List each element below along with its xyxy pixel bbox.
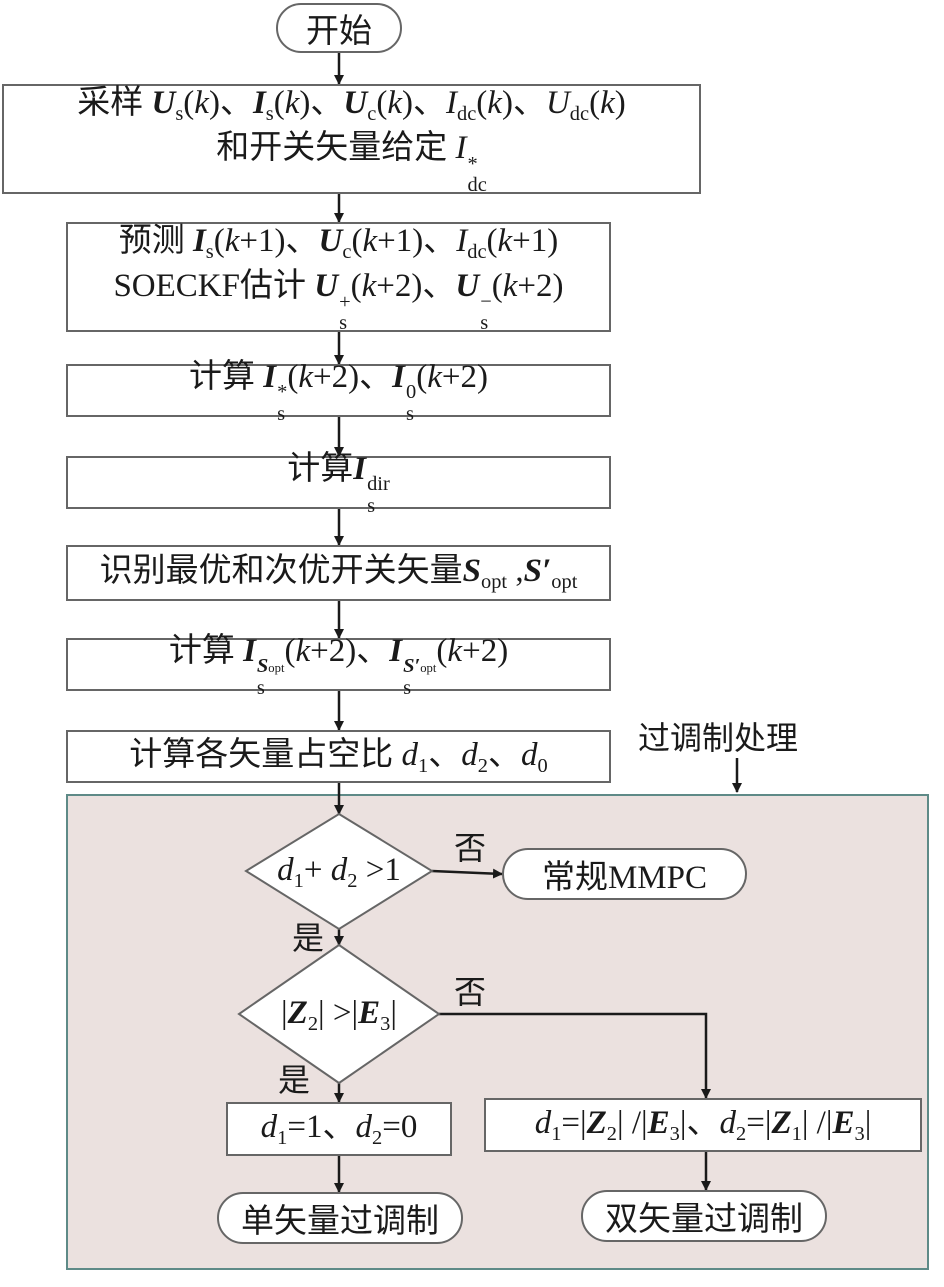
sample-line-1: 采样 Us(k)、Is(k)、Uc(k)、Idc(k)、Udc(k) [77,84,626,125]
predict-line-1: 预测 Is(k+1)、Uc(k+1)、Idc(k+1) [118,222,559,263]
assign-double-box: d1=|Z2| /|E3|、d2=|Z1| /|E3| [484,1098,922,1152]
decision-1-text: d1+ d2 >1 [277,852,401,893]
predict-line-2: SOECKF估计 U+s(k+2)、U−s(k+2) [113,268,564,334]
duty-box: 计算各矢量占空比 d1、d2、d0 [66,730,611,783]
edge-label-no-1: 否 [454,830,487,866]
sample-box: 采样 Us(k)、Is(k)、Uc(k)、Idc(k)、Udc(k) 和开关矢量… [2,84,701,196]
identify-box: 识别最优和次优开关矢量Sopt ,S′opt [66,545,611,601]
assign-single-box: d1=1、d2=0 [226,1102,452,1156]
decision-diamond-1 [244,812,434,931]
normal-mmpc-node: 常规MMPC [502,848,747,900]
single-overmod-node: 单矢量过调制 [217,1192,463,1244]
decision-diamond-2 [237,943,441,1085]
edge-label-yes-2: 是 [278,1062,311,1098]
decision-2-text: |Z2| >|E3| [281,995,397,1036]
arrow-decision1-normal [431,868,503,879]
sample-line-2: 和开关矢量给定 I*dc [216,130,487,196]
edge-label-yes-1: 是 [292,920,325,956]
region-label: 过调制处理 [638,720,799,756]
double-overmod-node: 双矢量过调制 [581,1190,827,1242]
edge-label-no-2: 否 [454,974,487,1010]
arrow-decision2-double [439,1012,711,1099]
predict-box: 预测 Is(k+1)、Uc(k+1)、Idc(k+1) SOECKF估计 U+s… [66,222,611,334]
start-node: 开始 [276,3,402,53]
